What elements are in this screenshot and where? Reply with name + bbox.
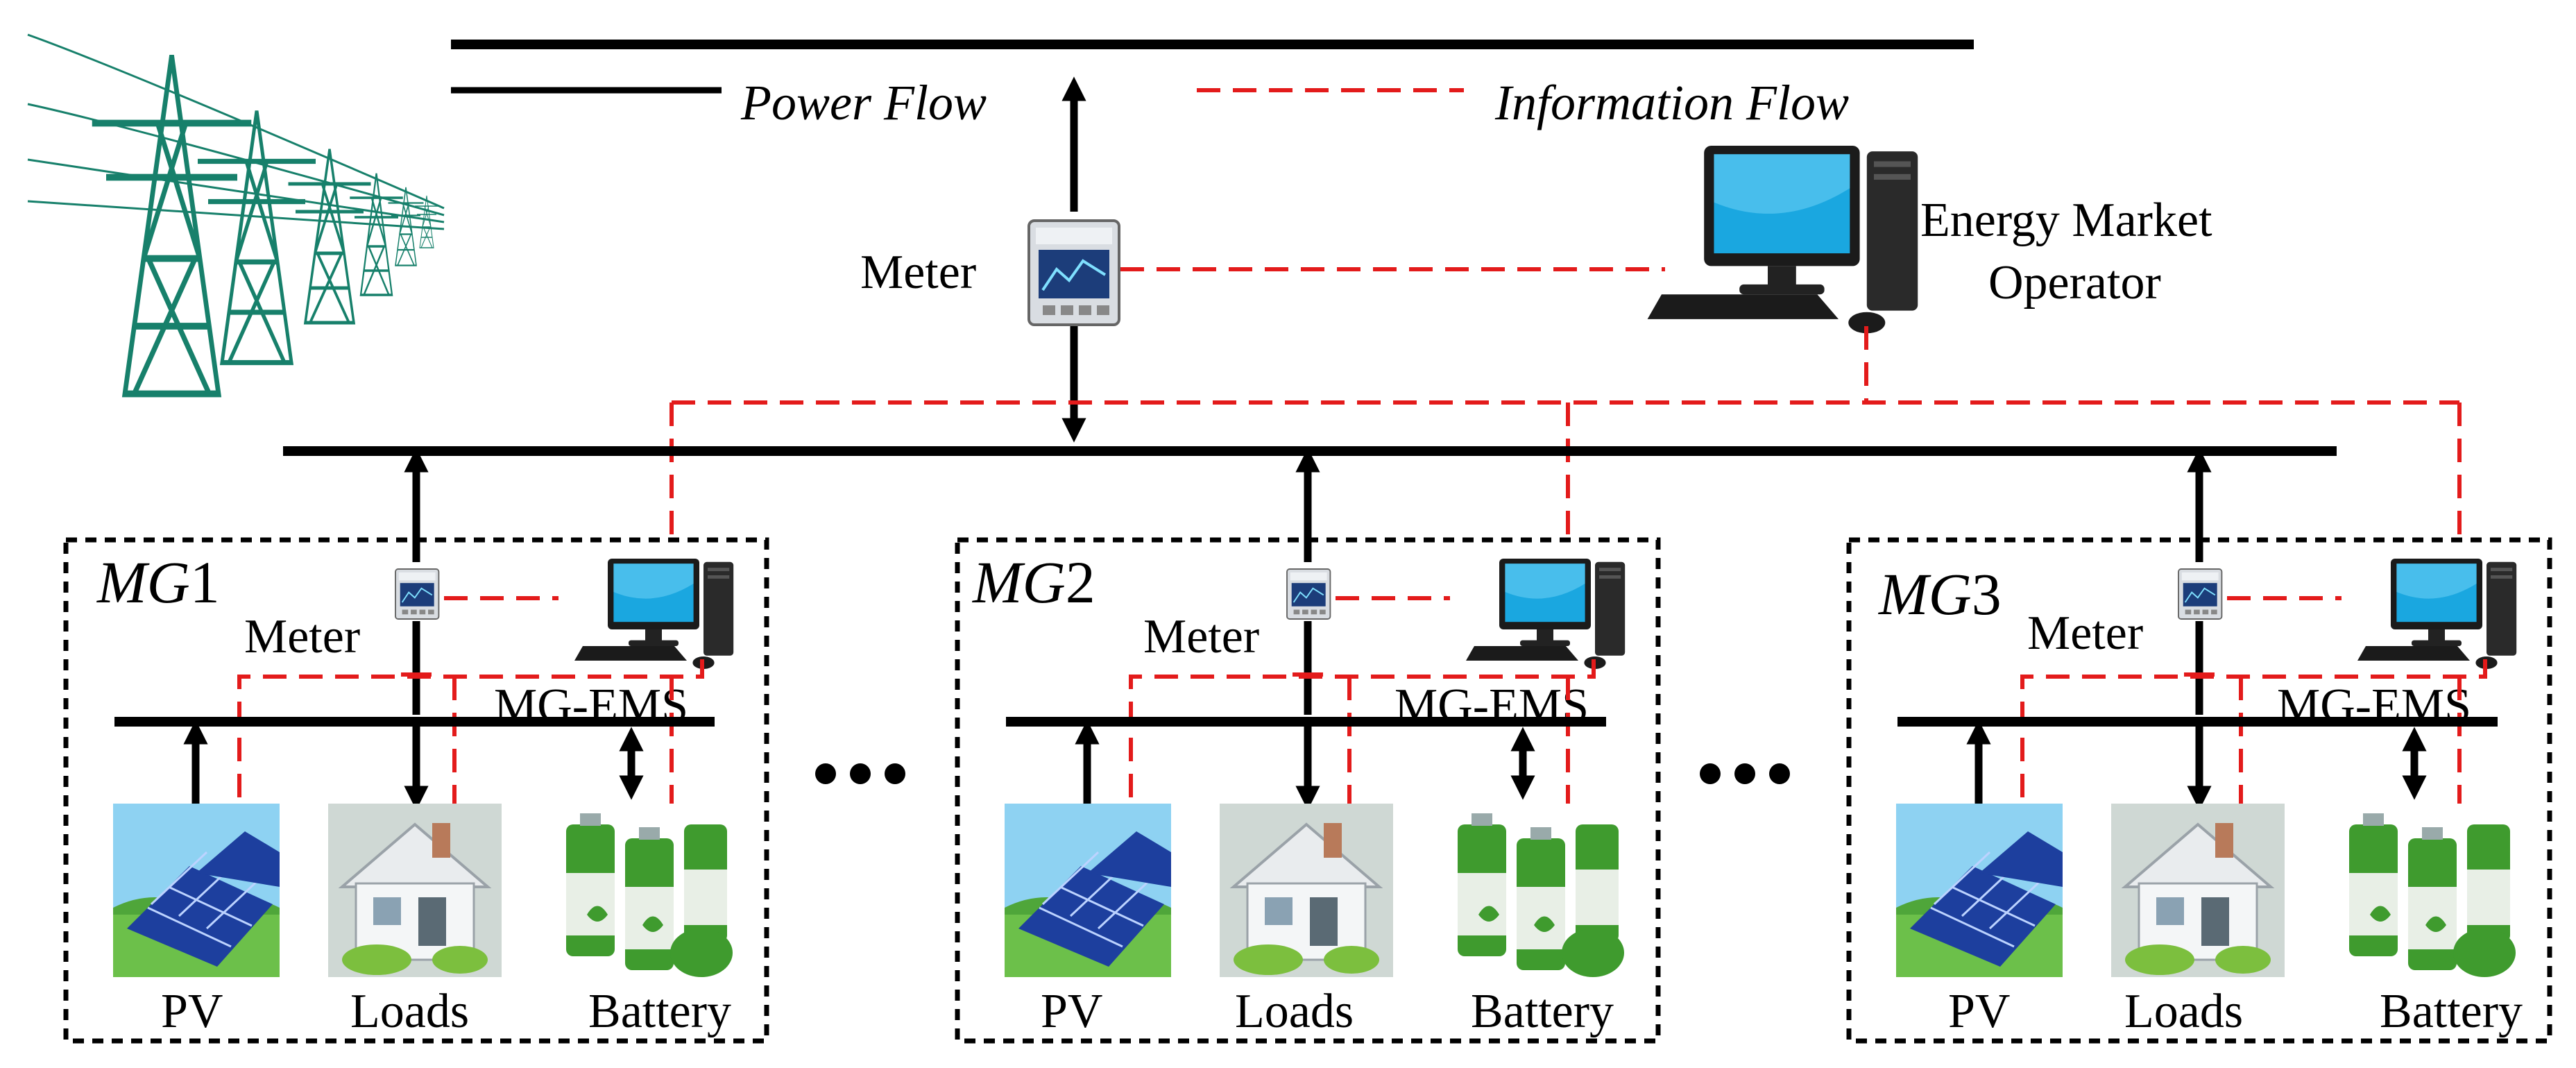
mg3-meter-label: Meter: [2027, 607, 2143, 660]
mg3-title: MG3: [1877, 561, 2002, 627]
operator-label-line1: Energy Market: [1920, 194, 2212, 247]
ellipsis-icon: [815, 763, 905, 784]
meter-icon: [1286, 568, 1331, 620]
microgrid-1: MG1 Meter MG-EMS PV Loads Battery: [63, 448, 769, 1044]
legend-info-label: Information Flow: [1494, 75, 1849, 130]
computer-icon: [1466, 559, 1626, 669]
meter-icon: [395, 568, 440, 620]
legend: Power Flow Information Flow: [451, 75, 1849, 130]
microgrid-3: MG3 Meter MG-EMS PV Loads Battery: [1846, 448, 2552, 1044]
legend-power-label: Power Flow: [740, 75, 987, 130]
mg2-battery-label: Battery: [1471, 985, 1614, 1038]
meter-icon: [1027, 219, 1120, 326]
meter-icon: [2178, 568, 2223, 620]
mg1-meter-label: Meter: [244, 610, 360, 663]
mg1-title: MG1: [96, 549, 220, 616]
battery-icon: [1451, 804, 1624, 977]
battery-icon: [2342, 804, 2516, 977]
pv-panel-icon: [112, 802, 281, 978]
computer-icon: [2357, 559, 2517, 669]
ellipsis-icon: [1700, 763, 1790, 784]
mg1-loads-label: Loads: [350, 985, 469, 1038]
top-meter-label: Meter: [860, 246, 976, 299]
mg1-battery-label: Battery: [588, 985, 731, 1038]
house-icon: [327, 802, 503, 978]
mg2-loads-label: Loads: [1235, 985, 1354, 1038]
mg2-pv-label: PV: [1041, 985, 1102, 1038]
computer-icon: [574, 559, 734, 669]
computer-icon: [1647, 146, 1918, 334]
pv-panel-icon: [1003, 802, 1172, 978]
pv-panel-icon: [1895, 802, 2064, 978]
operator-label-line2: Operator: [1988, 256, 2161, 310]
mg1-pv-label: PV: [161, 985, 223, 1038]
transmission-tower-icon: [27, 33, 445, 394]
mg3-battery-label: Battery: [2380, 985, 2523, 1038]
house-icon: [2110, 802, 2286, 978]
mg2-meter-label: Meter: [1143, 610, 1259, 663]
battery-icon: [559, 804, 733, 977]
mg2-title: MG2: [971, 549, 1095, 616]
microgrid-2: MG2 Meter MG-EMS PV Loads Battery: [955, 448, 1661, 1044]
house-icon: [1218, 802, 1394, 978]
mg3-pv-label: PV: [1948, 985, 2010, 1038]
mg3-loads-label: Loads: [2124, 985, 2243, 1038]
